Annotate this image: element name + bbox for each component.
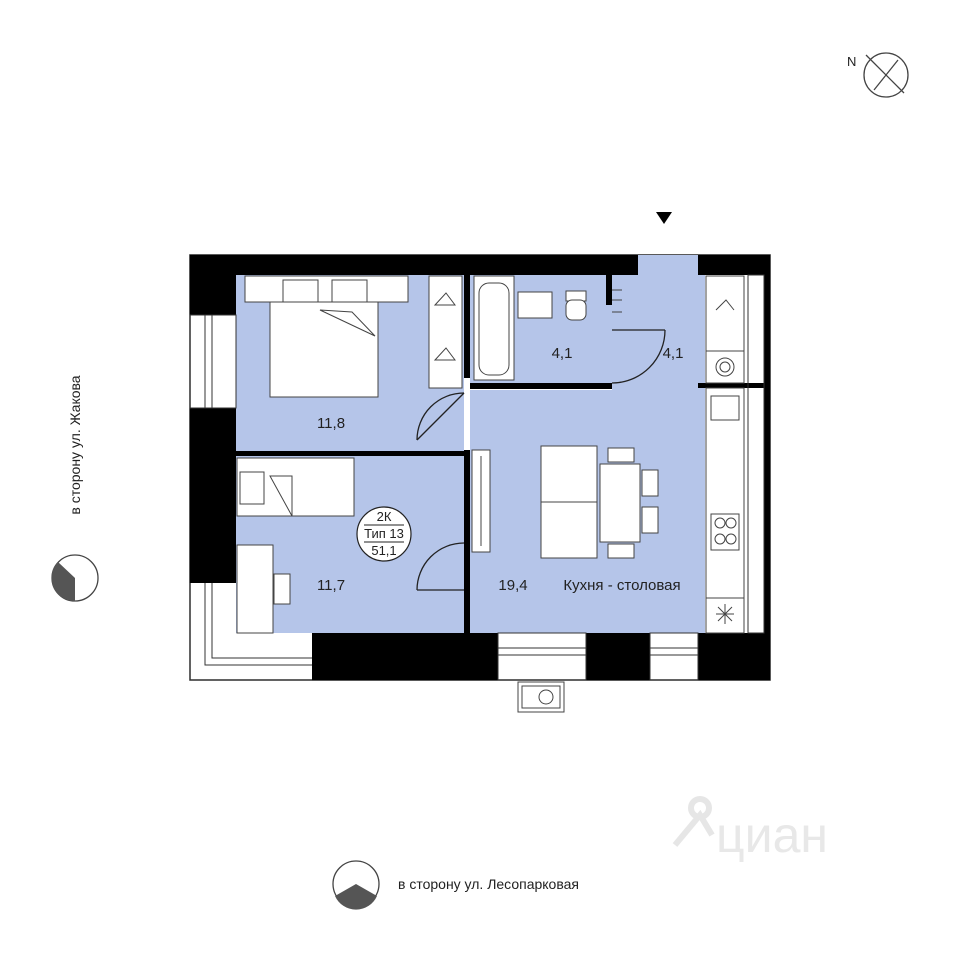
hall-rack xyxy=(612,289,622,313)
desk xyxy=(236,544,291,634)
bedroom-bottom-area: 11,7 xyxy=(317,577,345,594)
ac-unit xyxy=(517,681,565,713)
doors xyxy=(416,329,666,591)
cian-watermark: циан xyxy=(672,796,828,863)
bottom-street-label: в сторону ул. Лесопарковая xyxy=(398,876,579,892)
walls xyxy=(190,255,770,680)
dining-table xyxy=(599,447,659,559)
left-street-marker: в сторону ул. Жакова xyxy=(51,375,99,602)
badge-rooms: 2К xyxy=(377,509,392,524)
furniture xyxy=(236,275,745,713)
kitchen-area: 19,4 xyxy=(498,577,527,594)
double-bed xyxy=(244,275,409,398)
apartment-badge: 2К Тип 13 51,1 xyxy=(356,506,412,562)
bedroom-top-area: 11,8 xyxy=(317,415,345,432)
tv-console xyxy=(471,449,491,553)
badge-total-area: 51,1 xyxy=(371,543,396,558)
compass-icon: N xyxy=(847,52,909,98)
windows xyxy=(189,274,765,681)
wardrobe xyxy=(428,275,463,389)
bathroom-area: 4,1 xyxy=(552,345,573,362)
sofa xyxy=(540,445,598,559)
entrance-arrow-icon xyxy=(656,212,672,224)
bottom-street-marker: в сторону ул. Лесопарковая xyxy=(332,860,579,910)
kitchen-hall-floor xyxy=(470,255,705,633)
compass-north-label: N xyxy=(847,54,856,69)
sink-vanity xyxy=(517,291,553,319)
left-street-label: в сторону ул. Жакова xyxy=(67,375,83,514)
hall-area: 4,1 xyxy=(663,345,684,362)
watermark-text: циан xyxy=(716,807,828,863)
badge-type: Тип 13 xyxy=(364,526,404,541)
toilet xyxy=(565,290,587,321)
kitchen-counter xyxy=(705,275,745,634)
kitchen-name: Кухня - столовая xyxy=(563,577,680,594)
single-bed xyxy=(236,457,355,517)
bathtub xyxy=(473,275,515,381)
